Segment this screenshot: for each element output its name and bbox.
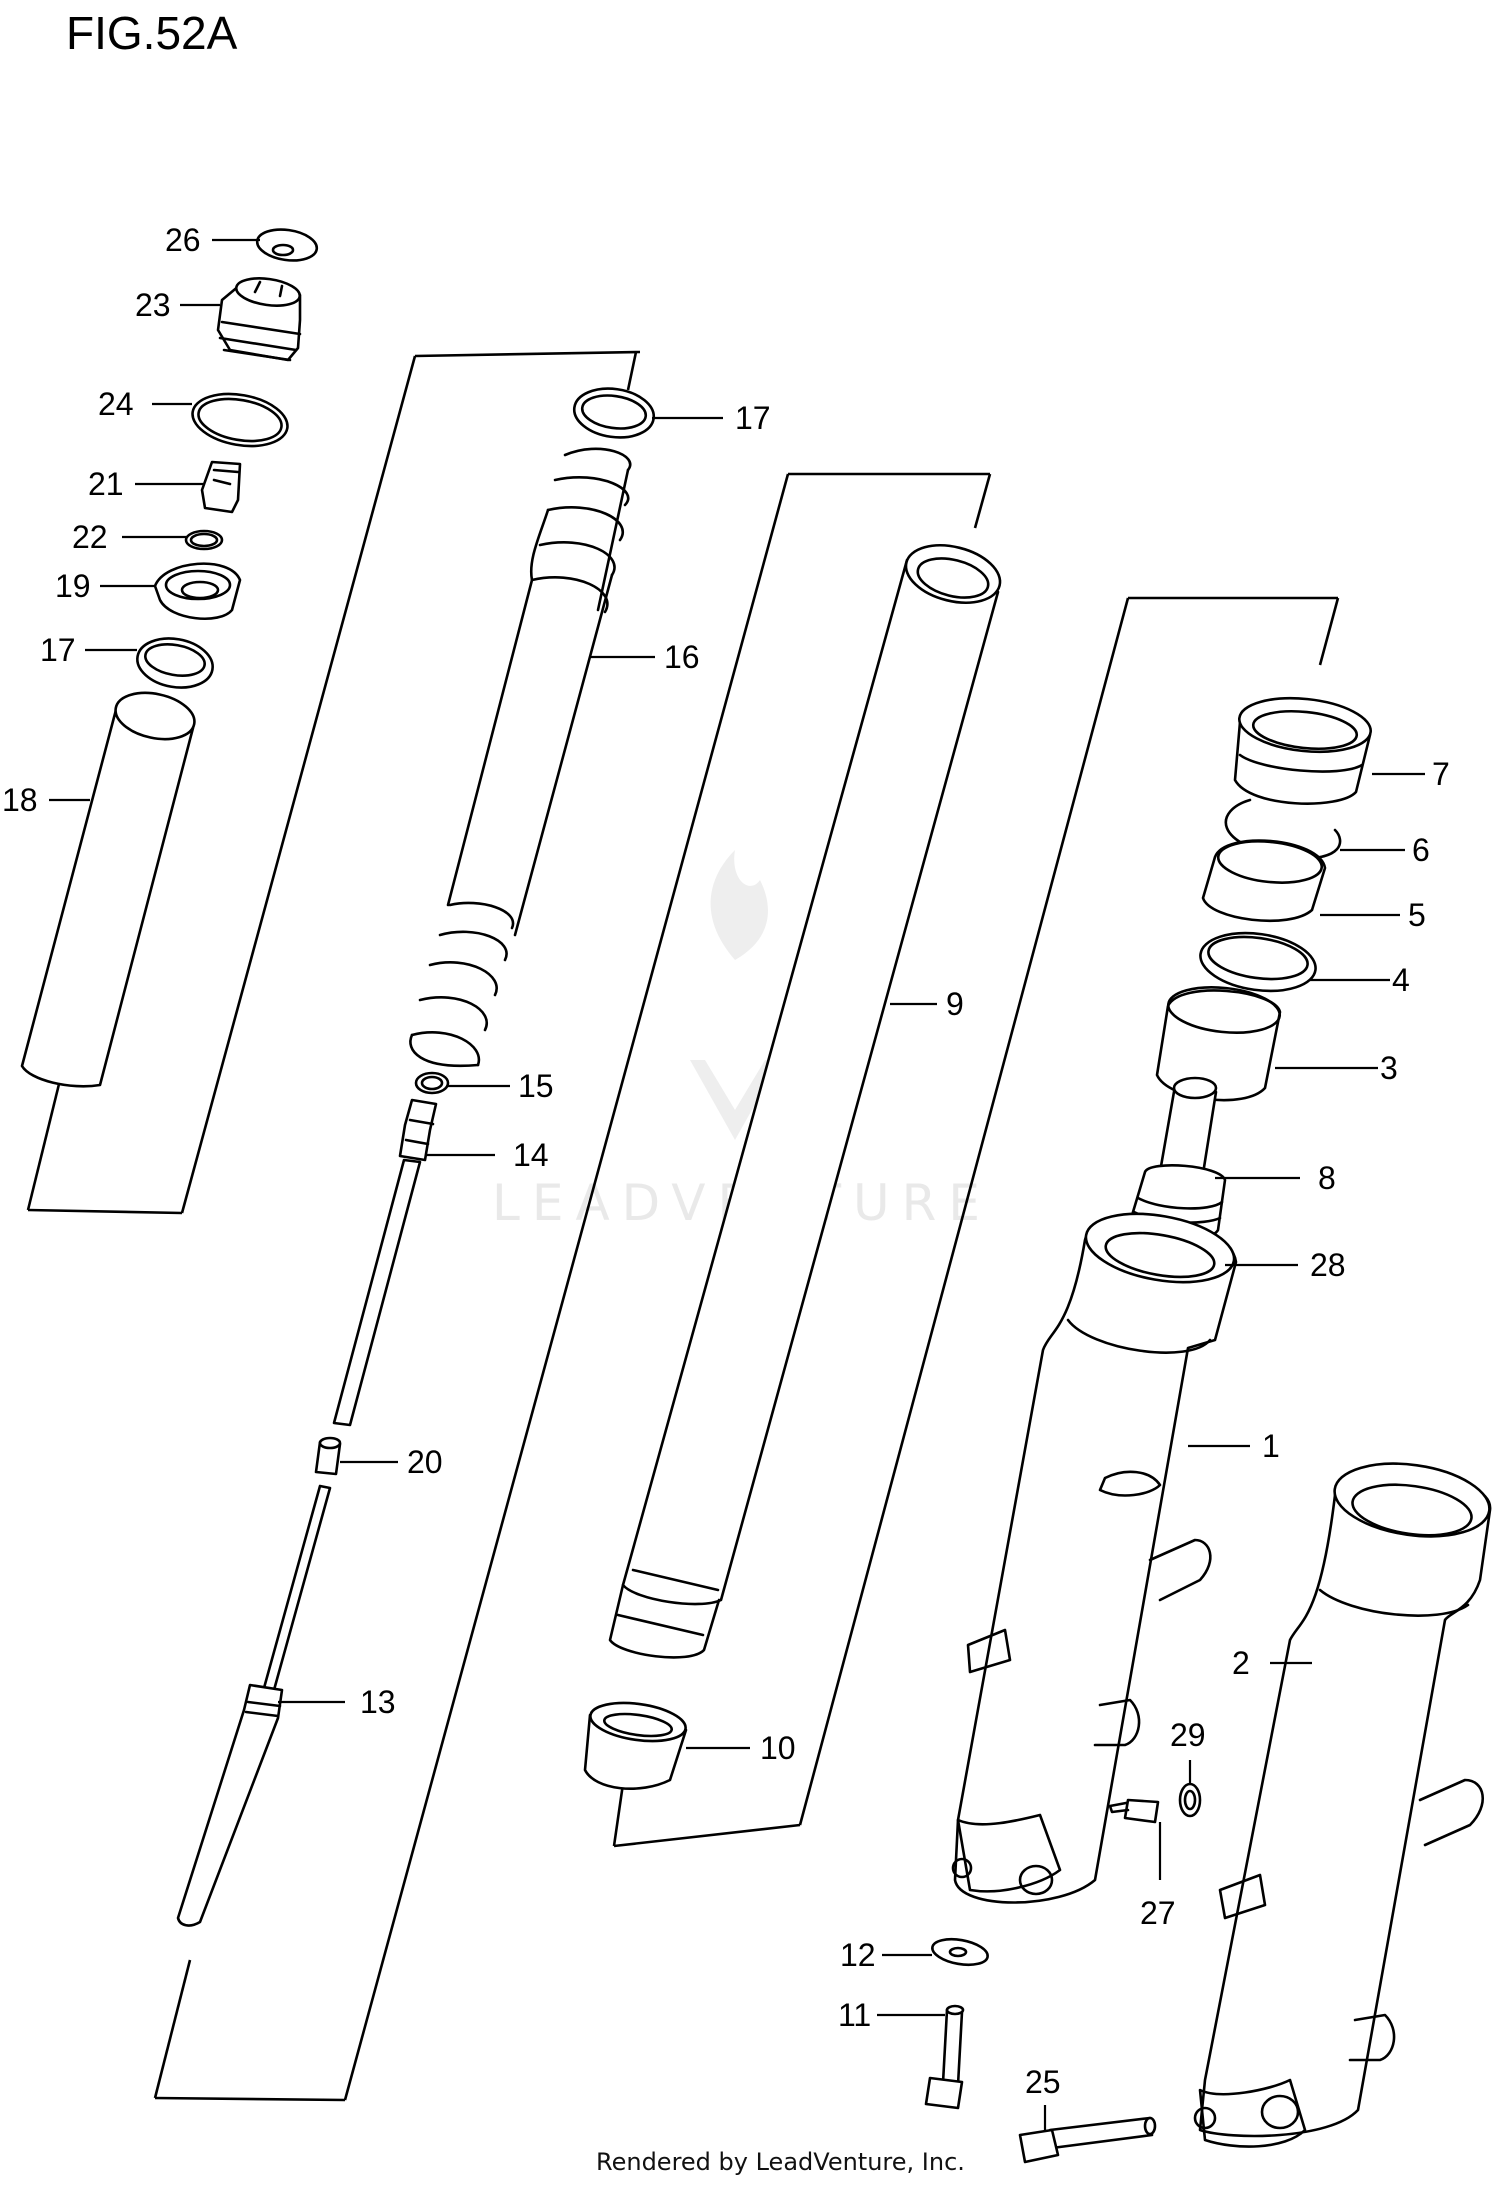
callout-1: 1 (1262, 1428, 1280, 1464)
part-17-ring-center (572, 387, 656, 439)
part-22-o-ring (184, 529, 224, 551)
part-2-outer-tube (1193, 1462, 1492, 2148)
callout-23: 23 (135, 287, 171, 323)
callout-13: 13 (360, 1684, 396, 1720)
callout-22: 22 (72, 519, 108, 555)
callout-3: 3 (1380, 1050, 1398, 1086)
part-1-outer-tube (951, 1212, 1238, 1904)
callout-19: 19 (55, 568, 91, 604)
part-13-damper-rod (176, 1484, 332, 1927)
part-26-washer (255, 228, 319, 262)
callout-28: 28 (1310, 1247, 1346, 1283)
part-10-bushing (583, 1701, 688, 1790)
part-21-adjuster (200, 460, 242, 514)
callout-8: 8 (1318, 1160, 1336, 1196)
callout-15: 15 (518, 1068, 554, 1104)
callout-9: 9 (946, 986, 964, 1022)
frame-left (26, 350, 641, 1215)
part-18-tube (20, 691, 196, 1088)
callout-12: 12 (840, 1937, 876, 1973)
callout-17-center: 17 (735, 400, 771, 436)
callout-11: 11 (838, 1997, 871, 2033)
callout-20: 20 (407, 1444, 443, 1480)
callout-17-left: 17 (40, 632, 76, 668)
part-24-o-ring (191, 392, 289, 448)
part-27-bleed-screw (1108, 1798, 1160, 1824)
leader-lines (49, 238, 1425, 2130)
callout-26: 26 (165, 222, 201, 258)
part-29-washer (1178, 1782, 1202, 1818)
callout-10: 10 (760, 1730, 796, 1766)
callout-21: 21 (88, 466, 124, 502)
part-19-spacer (153, 562, 242, 621)
callout-14: 14 (513, 1137, 549, 1173)
callout-5: 5 (1408, 897, 1426, 933)
callout-18: 18 (2, 782, 38, 818)
part-12-washer (931, 1937, 989, 1967)
part-17-ring-left (136, 637, 214, 689)
fig-title: FIG.52A (66, 7, 238, 59)
watermark-v-icon (690, 1060, 780, 1140)
part-16-spring (409, 447, 632, 1068)
callout-labels: 26 23 24 21 22 19 17 18 17 16 15 14 20 1… (2, 222, 1450, 2100)
part-25-bolt (1018, 2116, 1157, 2164)
part-5-washer (1201, 839, 1327, 922)
callout-6: 6 (1412, 832, 1430, 868)
callout-29: 29 (1170, 1717, 1206, 1753)
callout-7: 7 (1432, 756, 1450, 792)
callout-27: 27 (1140, 1895, 1176, 1931)
callout-25: 25 (1025, 2064, 1061, 2100)
part-14-rod (332, 1098, 438, 1427)
callout-16: 16 (664, 639, 700, 675)
part-11-bolt (924, 2004, 965, 2110)
frame-center (153, 472, 992, 2102)
watermark-flame-icon (710, 850, 768, 960)
credit-text: Rendered by LeadVenture, Inc. (596, 2148, 965, 2176)
part-20-nut (314, 1436, 342, 1476)
part-7-oil-seal (1233, 696, 1372, 805)
callout-24: 24 (98, 386, 134, 422)
callout-4: 4 (1392, 962, 1410, 998)
part-23-cap-bolt (216, 277, 302, 362)
part-9-inner-tube (608, 544, 1002, 1659)
part-4-bushing (1199, 931, 1317, 993)
callout-2: 2 (1232, 1645, 1250, 1681)
part-15-o-ring (414, 1071, 450, 1095)
